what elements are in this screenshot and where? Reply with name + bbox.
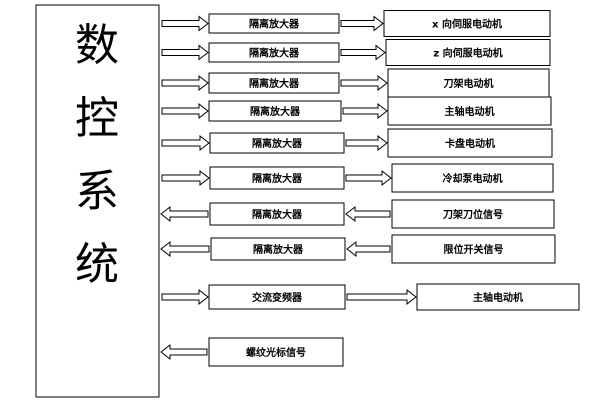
target-label: 限位开关信号 — [444, 243, 504, 256]
controller-char: 系 — [75, 166, 119, 217]
target-label: x 向伺服电动机 — [432, 18, 502, 31]
arrow-right — [340, 15, 384, 32]
diagram-row: 螺纹光标信号 — [160, 337, 344, 367]
stage-box — [208, 42, 340, 63]
stage-label: 交流变频器 — [252, 291, 303, 304]
arrow-left — [160, 205, 209, 223]
stage-label: 隔离放大器 — [252, 172, 303, 185]
controller-char: 数 — [75, 20, 119, 71]
stage-box — [208, 337, 344, 367]
target-box — [387, 96, 552, 126]
arrow-left — [160, 240, 210, 258]
stage-label: 隔离放大器 — [253, 243, 304, 256]
arrow-right — [342, 102, 388, 120]
stage-label: 隔离放大器 — [250, 105, 301, 118]
arrow-right — [161, 288, 209, 306]
diagram-row: 隔离放大器 刀架电动机 — [161, 68, 550, 98]
arrow-right — [346, 288, 417, 306]
stage-label: 隔离放大器 — [249, 18, 300, 31]
target-box — [391, 163, 554, 193]
target-box — [383, 10, 551, 37]
diagram-row: 隔离放大器 z 向伺服电动机 — [161, 39, 551, 66]
arrow-left — [346, 240, 391, 258]
stage-box — [209, 202, 345, 226]
arrow-right — [161, 74, 209, 92]
diagram-row: 隔离放大器 刀架刀位信号 — [160, 199, 555, 229]
stage-box — [209, 166, 345, 190]
controller-char: 控 — [75, 93, 119, 144]
target-label: 刀架刀位信号 — [443, 208, 503, 221]
stage-label: 隔离放大器 — [249, 77, 300, 90]
diagram-row: 隔离放大器 卡盘电动机 — [161, 128, 553, 158]
arrow-left — [345, 205, 391, 223]
target-box — [391, 234, 556, 264]
target-label: 刀架电动机 — [444, 77, 494, 90]
target-label: 主轴电动机 — [445, 105, 495, 118]
arrow-right — [161, 15, 209, 32]
stage-label: 隔离放大器 — [252, 208, 303, 221]
arrow-left — [160, 343, 208, 361]
arrow-right — [345, 169, 392, 187]
diagram-row: 隔离放大器 冷却泵电动机 — [161, 163, 554, 193]
arrow-right — [340, 44, 386, 61]
diagram-row: 隔离放大器 限位开关信号 — [160, 234, 556, 264]
stage-box — [208, 284, 346, 310]
arrow-right — [161, 134, 210, 152]
stage-box — [208, 13, 340, 34]
stage-box — [209, 132, 345, 154]
target-box — [391, 199, 555, 229]
target-label: 卡盘电动机 — [445, 137, 495, 150]
arrow-right — [161, 44, 209, 61]
target-box — [416, 283, 580, 311]
arrow-right — [161, 102, 209, 120]
controller-block — [35, 4, 160, 398]
diagram-row: 隔离放大器 主轴电动机 — [161, 96, 552, 126]
target-box — [385, 39, 551, 66]
arrow-right — [345, 134, 388, 152]
controller-char: 统 — [75, 239, 119, 290]
diagram-row: 交流变频器 主轴电动机 — [161, 283, 580, 311]
stage-label: 螺纹光标信号 — [246, 346, 306, 359]
stage-box — [210, 237, 346, 261]
stage-box — [208, 72, 340, 94]
target-label: 冷却泵电动机 — [443, 172, 503, 185]
target-label: 主轴电动机 — [473, 291, 523, 304]
target-box — [387, 128, 553, 158]
arrow-right — [161, 169, 210, 187]
target-label: z 向伺服电动机 — [433, 47, 502, 60]
arrow-right — [340, 74, 388, 92]
stage-label: 隔离放大器 — [249, 47, 300, 60]
stage-label: 隔离放大器 — [252, 137, 303, 150]
diagram-row: 隔离放大器 x 向伺服电动机 — [161, 10, 551, 37]
stage-box — [208, 100, 342, 122]
